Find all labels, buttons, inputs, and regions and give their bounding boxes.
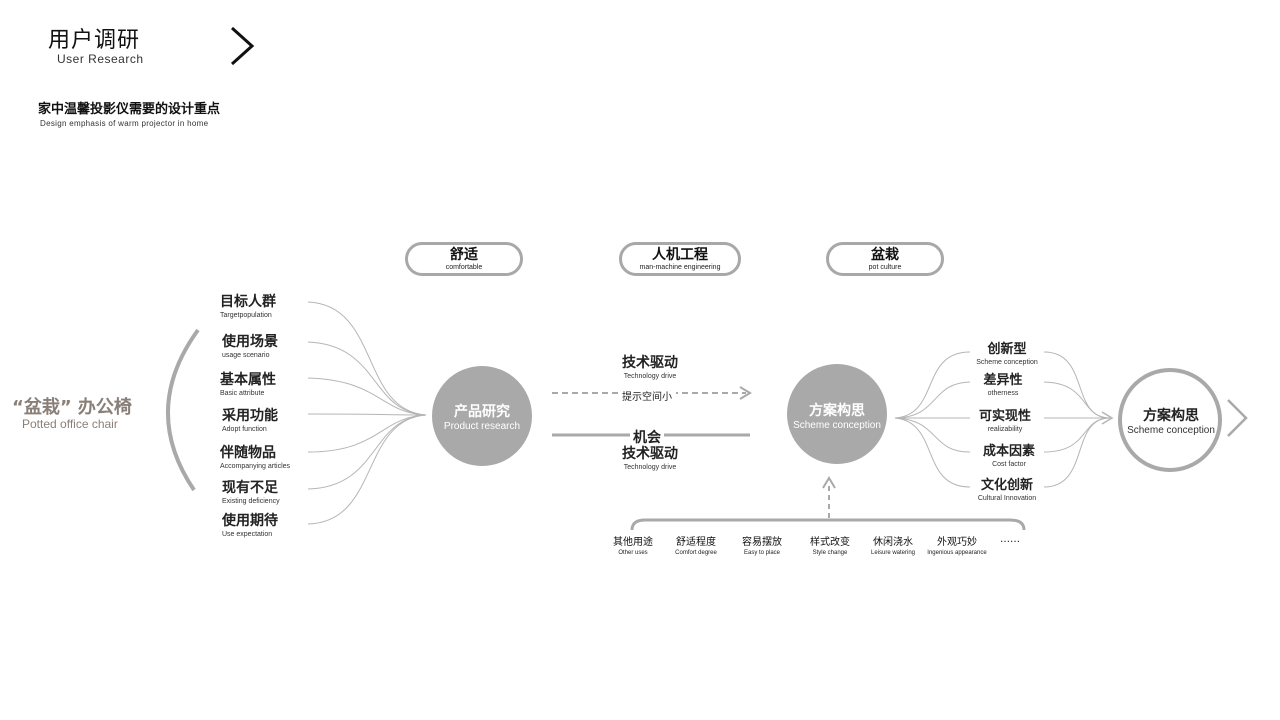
bottom-item-ellipsis: ……	[980, 534, 1040, 546]
right-item-otherness: 差异性 otherness	[958, 373, 1048, 399]
section-heading-en: Design emphasis of warm projector in hom…	[40, 119, 209, 128]
page-subtitle: User Research	[57, 52, 144, 66]
item-label: 文化创新	[980, 478, 1033, 493]
pill-label-en: pot culture	[868, 264, 902, 271]
item-label: 现有不足	[222, 480, 278, 496]
middle-top-en: Technology drive	[623, 373, 677, 380]
item-label: 使用场景	[222, 334, 278, 350]
middle-bottom-en: Technology drive	[623, 464, 677, 471]
item-label: 采用功能	[222, 408, 278, 424]
circle-label-en: Product research	[443, 421, 521, 432]
final-circle-cn: 方案构思	[1143, 408, 1199, 424]
dashed-line-label: 提示空间小	[618, 388, 676, 403]
item-label-en: Leisure watering	[870, 550, 916, 556]
page-title: 用户调研	[48, 28, 141, 53]
left-item-use-expectation: 使用期待 Use expectation	[222, 513, 278, 540]
item-label: 其他用途	[613, 537, 653, 548]
up-arrow-head	[822, 476, 836, 489]
right-item-cultural-innovation: 文化创新 Cultural Innovation	[962, 478, 1052, 504]
far-right-chevron	[1227, 399, 1248, 437]
bottom-item-ingenious-appearance: 外观巧妙 Ingenious appearance	[922, 537, 992, 557]
circle-label: 产品研究	[454, 404, 510, 420]
item-label: 样式改变	[810, 537, 850, 548]
chevron-right-icon[interactable]	[228, 26, 258, 72]
bottom-item-comfort-degree: 舒适程度 Comfort degree	[661, 537, 731, 557]
item-label-en: realizability	[987, 426, 1023, 433]
item-label: 可实现性	[978, 409, 1031, 424]
middle-top-label: 技术驱动 Technology drive	[600, 355, 700, 382]
section-heading: 家中温馨投影仪需要的设计重点	[38, 102, 221, 117]
bottom-item-leisure-watering: 休闲浇水 Leisure watering	[858, 537, 928, 557]
item-label-en: Easy to place	[743, 550, 781, 556]
pill-pot-culture: 盆栽 pot culture	[826, 242, 944, 276]
item-label-en: Targetpopulation	[220, 312, 272, 319]
item-label-en: Cultural Innovation	[977, 495, 1037, 502]
right-item-cost-factor: 成本因素 Cost factor	[964, 444, 1054, 470]
item-label-en: Adopt function	[222, 426, 267, 433]
circle-label-en: Scheme conception	[793, 420, 881, 431]
right-fan-lines	[894, 351, 1111, 488]
item-label: 伴随物品	[220, 445, 276, 461]
item-label-en: Accompanying articles	[220, 463, 291, 470]
final-scheme-label: 方案构思 Scheme conception	[1122, 405, 1220, 436]
item-label-en: Existing deficiency	[222, 498, 280, 505]
circle-label: 方案构思	[809, 403, 865, 419]
item-label-en: Other uses	[618, 550, 648, 556]
subject-title-en: Potted office chair	[22, 417, 118, 431]
bottom-bracket	[630, 518, 1026, 531]
pill-label: 人机工程	[652, 247, 708, 263]
item-label: 休闲浇水	[873, 537, 913, 548]
dashed-arrow-head	[739, 386, 752, 400]
item-label: 目标人群	[220, 294, 276, 310]
item-label-en: Style change	[812, 550, 848, 556]
item-label: 创新型	[987, 342, 1027, 357]
middle-top-cn: 技术驱动	[622, 355, 678, 371]
item-label-en: Basic attribute	[220, 390, 265, 397]
item-label: 基本属性	[220, 372, 276, 388]
pill-label-en: man-machine engineering	[639, 264, 721, 271]
bottom-item-other-uses: 其他用途 Other uses	[598, 537, 668, 557]
left-item-basic-attribute: 基本属性 Basic attribute	[220, 372, 276, 399]
left-item-accompanying-articles: 伴随物品 Accompanying articles	[220, 445, 290, 472]
left-fan-lines	[307, 301, 427, 525]
item-label-en: Comfort degree	[675, 550, 717, 556]
pill-comfortable: 舒适 comfortable	[405, 242, 523, 276]
right-item-realizability: 可实现性 realizability	[960, 409, 1050, 435]
item-label: 舒适程度	[676, 537, 716, 548]
middle-bottom-label: 技术驱动 Technology drive	[600, 446, 700, 473]
left-item-existing-deficiency: 现有不足 Existing deficiency	[222, 480, 280, 507]
item-label-en: usage scenario	[222, 352, 270, 359]
item-label-en: Use expectation	[222, 531, 273, 538]
opportunity-label: 机会	[630, 427, 664, 447]
item-label-en: Scheme conception	[976, 359, 1038, 366]
right-arrow-head	[1101, 411, 1114, 425]
item-label: 成本因素	[982, 444, 1035, 459]
right-item-innovative: 创新型 Scheme conception	[962, 342, 1052, 368]
product-research-circle: 产品研究 Product research	[432, 366, 532, 466]
scheme-conception-circle: 方案构思 Scheme conception	[787, 364, 887, 464]
left-item-usage-scenario: 使用场景 usage scenario	[222, 334, 278, 361]
pill-label: 盆栽	[871, 247, 899, 263]
bottom-item-easy-to-place: 容易摆放 Easy to place	[727, 537, 797, 557]
pill-label-en: comfortable	[445, 264, 483, 271]
pill-ergonomics: 人机工程 man-machine engineering	[619, 242, 741, 276]
final-circle-en: Scheme conception	[1127, 425, 1215, 436]
item-label: 差异性	[983, 373, 1023, 388]
subject-title: “盆栽” 办公椅	[12, 397, 132, 418]
item-label: ……	[1000, 534, 1020, 545]
left-item-adopt-function: 采用功能 Adopt function	[222, 408, 278, 435]
pill-label: 舒适	[450, 247, 478, 263]
item-label: 外观巧妙	[937, 537, 977, 548]
item-label: 容易摆放	[742, 537, 782, 548]
middle-bottom-cn: 技术驱动	[622, 446, 678, 462]
item-label: 使用期待	[222, 513, 278, 529]
final-circle-ring	[1118, 368, 1222, 472]
left-item-target-population: 目标人群 Targetpopulation	[220, 294, 276, 321]
item-label-en: otherness	[987, 390, 1019, 397]
item-label-en: Cost factor	[992, 461, 1026, 468]
item-label-en: Ingenious appearance	[927, 550, 987, 556]
left-bracket	[166, 328, 200, 492]
bottom-item-style-change: 样式改变 Style change	[795, 537, 865, 557]
